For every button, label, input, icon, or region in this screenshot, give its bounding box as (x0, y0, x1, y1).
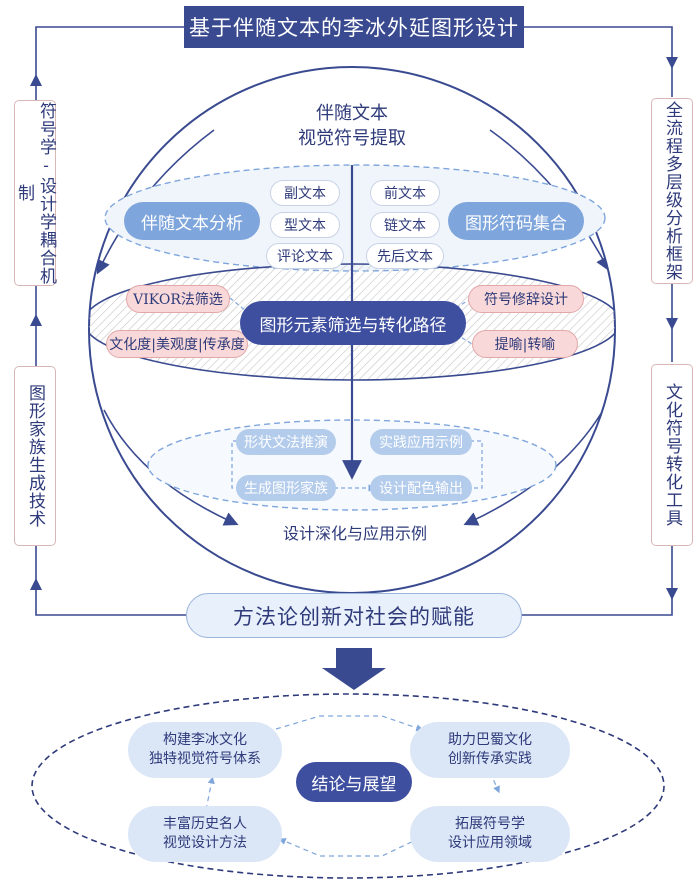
shape-grammar-pill: 形状文法推演 (236, 429, 336, 455)
text-type-pill: 评论文本 (266, 243, 344, 269)
graphic-code-set: 图形符码集合 (448, 202, 584, 240)
text-type-pill: 链文本 (370, 212, 440, 238)
outcome-line: 助力巴蜀文化 (448, 732, 532, 748)
vikor-filter-pill: VIKOR法筛选 (126, 285, 230, 313)
outcome-line: 丰富历史名人 (163, 816, 247, 832)
methodology-empowerment-bar: 方法论创新对社会的赋能 (186, 593, 522, 638)
practice-example-pill: 实践应用示例 (370, 429, 472, 455)
sphere-title-line2: 视觉符号提取 (298, 128, 406, 149)
outcome-line: 设计应用领域 (448, 835, 532, 851)
outcome-line: 创新传承实践 (448, 751, 532, 767)
outcome-line: 拓展符号学 (455, 816, 525, 832)
analysis-framework-box: 全流程多层级分析框架 (651, 98, 693, 284)
outcome-line: 构建李冰文化 (163, 732, 247, 748)
outcome-bashu-culture: 助力巴蜀文化 创新传承实践 (410, 722, 570, 778)
sphere-title-line1: 伴随文本 (316, 103, 388, 124)
text-type-pill: 型文本 (270, 212, 340, 238)
semiotics-design-coupling-box: 符号学-设计学耦合机制 (14, 100, 56, 286)
text-type-pill: 副文本 (270, 180, 340, 206)
symbol-rhetoric-pill: 符号修辞设计 (468, 285, 584, 313)
frame-arrows (30, 57, 678, 600)
page-title: 基于伴随文本的李冰外延图形设计 (184, 6, 524, 48)
color-output-pill: 设计配色输出 (370, 475, 472, 501)
cultural-symbol-tool-box: 文化符号转化工具 (651, 364, 693, 546)
text-type-pill: 前文本 (370, 180, 440, 206)
outcome-celebrity-design-method: 丰富历史名人 视觉设计方法 (128, 806, 282, 862)
design-deepening-label: 设计深化与应用示例 (282, 524, 427, 543)
outcome-line: 独特视觉符号体系 (149, 751, 261, 767)
graphic-element-screening-path: 图形元素筛选与转化路径 (240, 301, 466, 345)
graphic-family-generation-box: 图形家族生成技术 (14, 366, 56, 546)
criteria-pill: 文化度|美观度|传承度 (106, 330, 248, 358)
outcome-line: 视觉设计方法 (163, 835, 247, 851)
text-type-pill: 先后文本 (366, 243, 444, 269)
conclusion-and-outlook: 结论与展望 (296, 762, 412, 802)
metaphor-pill: 提喻|转喻 (472, 330, 578, 358)
outcome-visual-symbol-system: 构建李冰文化 独特视觉符号体系 (128, 722, 282, 778)
graphic-family-pill: 生成图形家族 (236, 475, 336, 501)
down-arrow (322, 648, 386, 690)
outcome-semiotics-application: 拓展符号学 设计应用领域 (410, 806, 570, 862)
companion-text-analysis: 伴随文本分析 (124, 202, 260, 240)
